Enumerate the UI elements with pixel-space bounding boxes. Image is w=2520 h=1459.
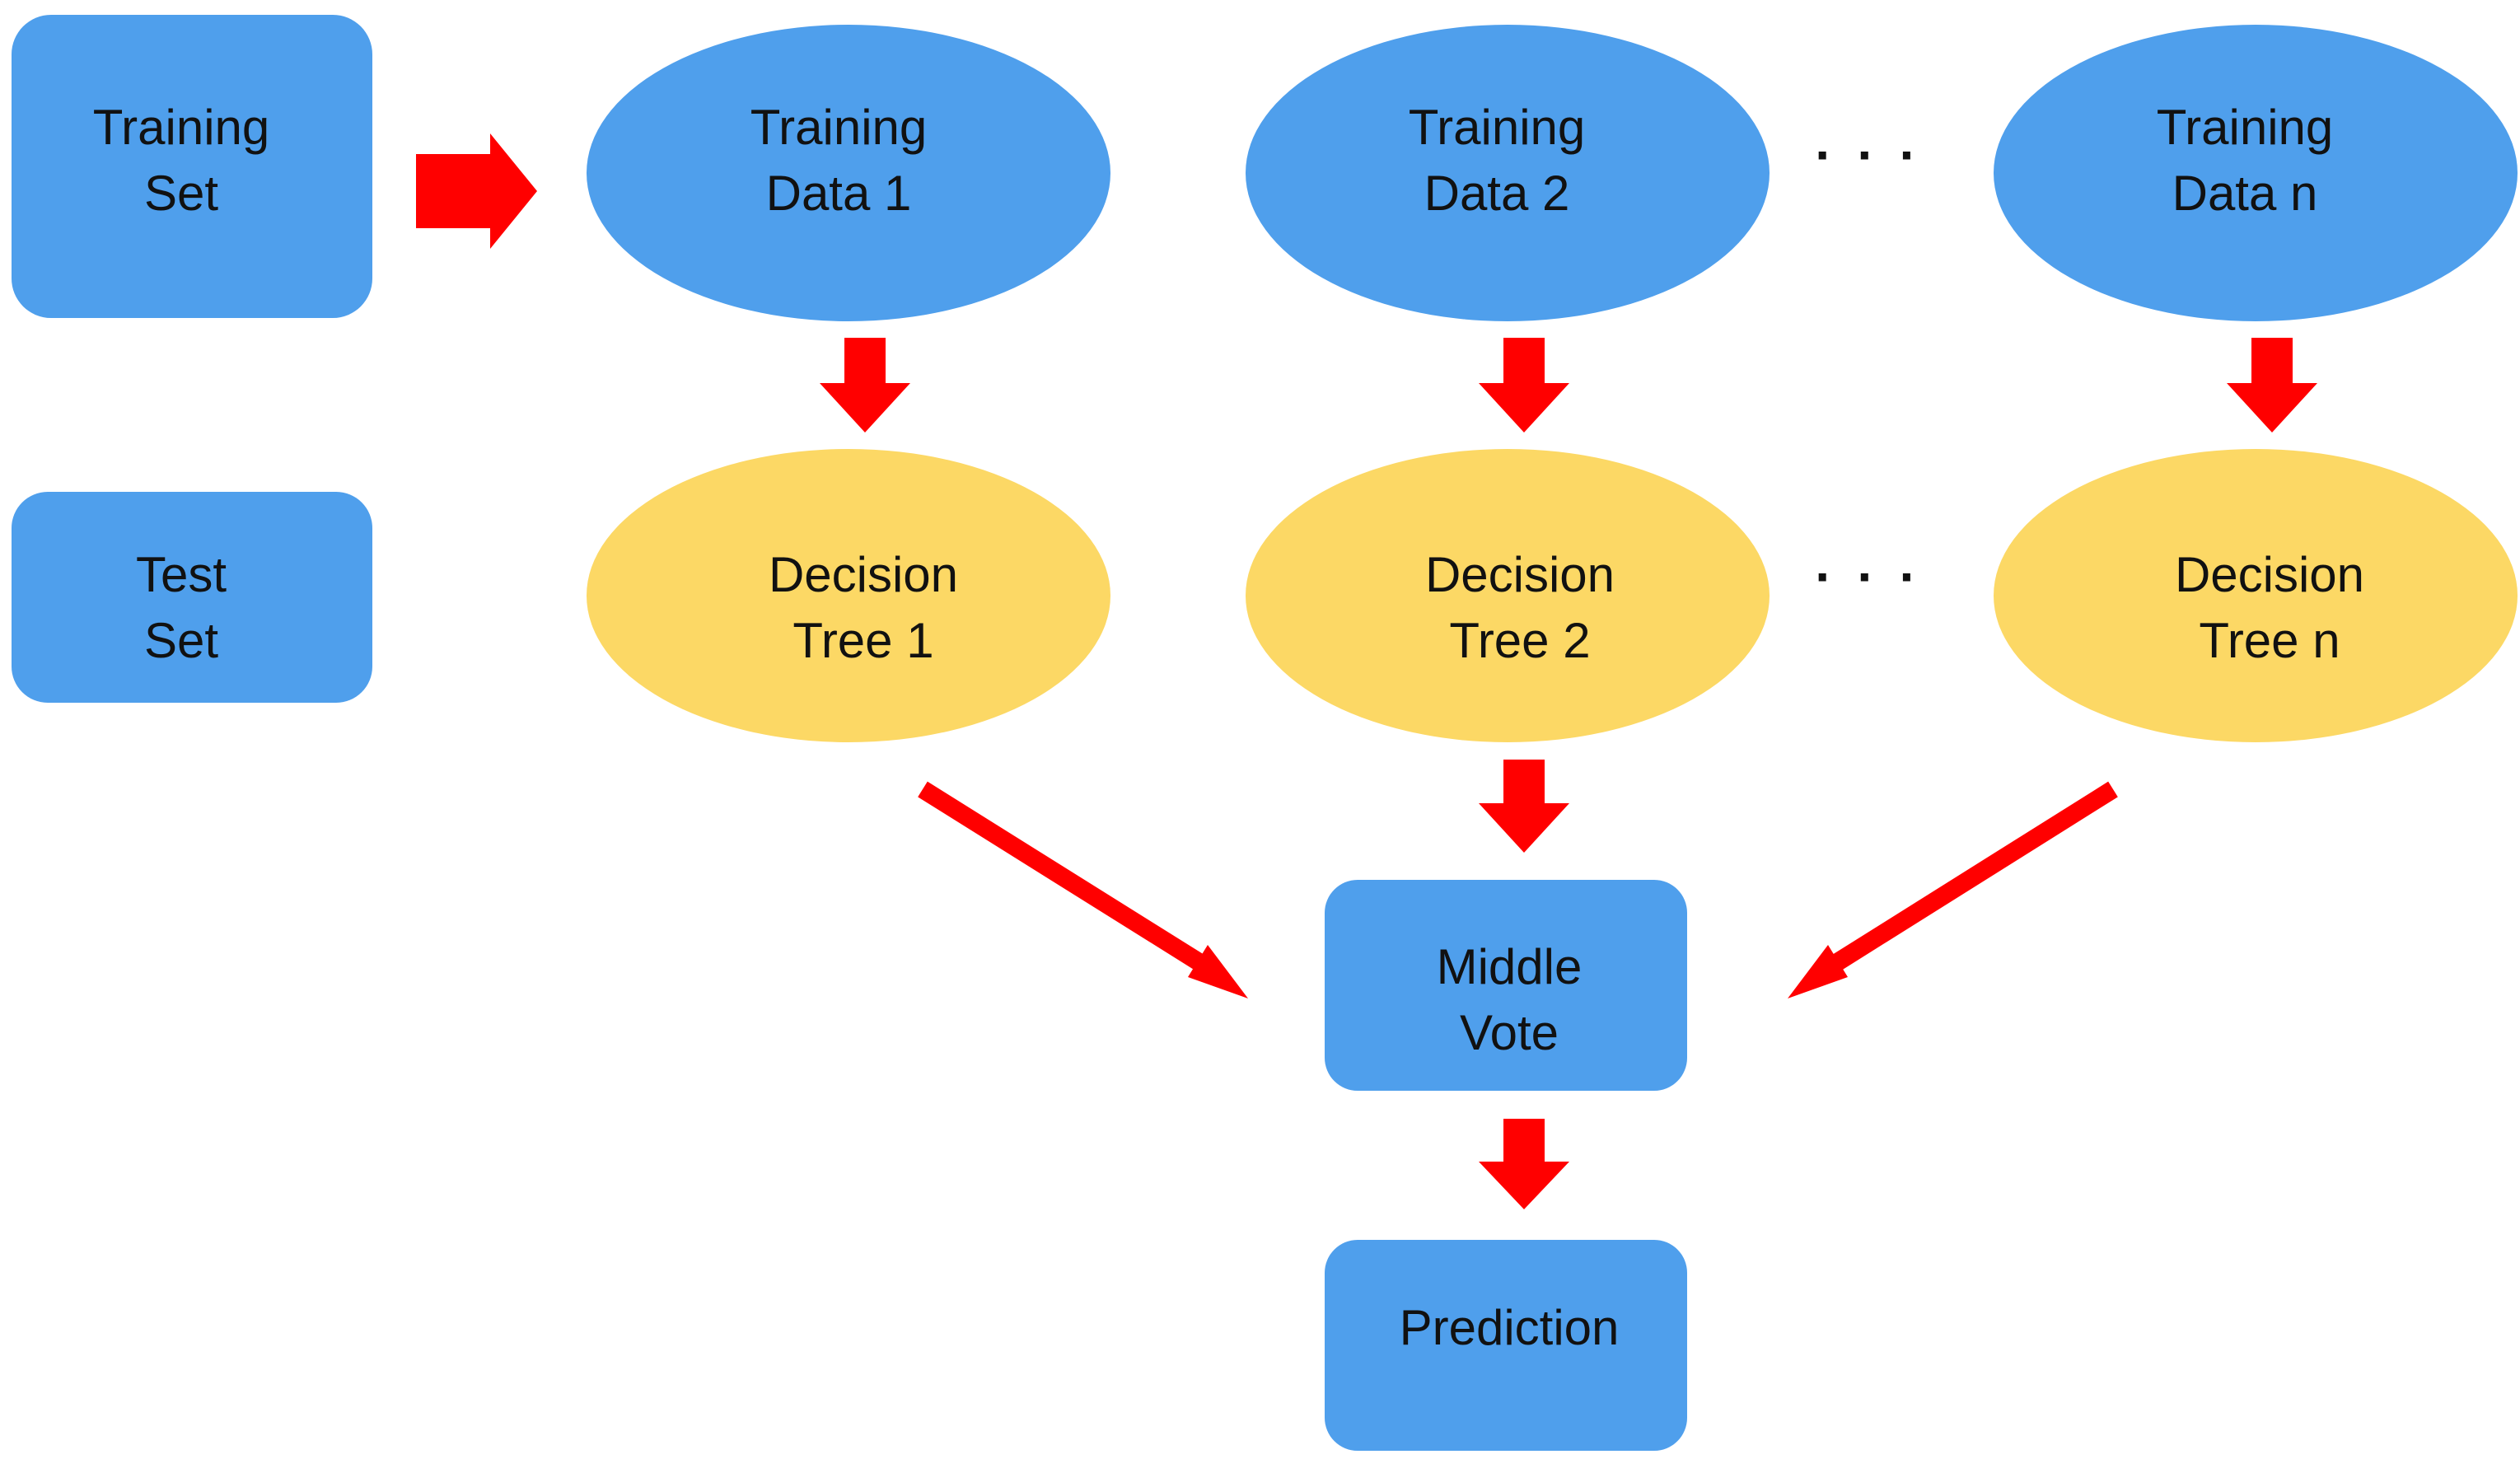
arrow-data-2-to-tree-2 [1479,338,1569,433]
ellipsis-row-2: · · · [1815,547,1922,606]
arrow-training-set-to-data [416,133,537,249]
test-set-box: Test Set [12,492,372,703]
test-set-label-line1: Test [136,547,227,602]
prediction-label: Prediction [1400,1300,1620,1355]
middle-vote-label-line2: Vote [1460,1005,1559,1060]
prediction-box: Prediction [1325,1240,1687,1451]
training-data-n-label-line2: Data n [2172,166,2318,221]
training-set-label-line1: Training [93,100,270,155]
training-data-2-label-line1: Training [1409,100,1586,155]
arrow-data-n-to-tree-n [2227,338,2317,433]
decision-tree-1-label-line2: Tree 1 [792,613,933,668]
middle-vote-box: Middle Vote [1325,880,1687,1091]
training-data-n-label-line1: Training [2157,100,2334,155]
ellipsis-row-1: · · · [1815,125,1922,185]
decision-tree-1-ellipse: Decision Tree 1 [587,449,1110,742]
training-data-1-label-line1: Training [750,100,928,155]
arrow-data-1-to-tree-1 [820,338,910,433]
training-data-n-ellipse: Training Data n [1994,25,2518,321]
training-set-label-line2: Set [144,166,218,221]
decision-tree-n-label-line1: Decision [2175,547,2364,602]
arrow-tree-n-to-vote [1788,781,2118,998]
training-data-2-ellipse: Training Data 2 [1246,25,1770,321]
decision-tree-2-label-line1: Decision [1425,547,1615,602]
decision-tree-n-label-line2: Tree n [2199,613,2340,668]
training-set-box: Training Set [12,15,372,318]
decision-tree-1-label-line1: Decision [769,547,958,602]
decision-tree-n-ellipse: Decision Tree n [1994,449,2518,742]
training-data-1-label-line2: Data 1 [766,166,912,221]
middle-vote-label-line1: Middle [1437,939,1583,994]
training-data-1-ellipse: Training Data 1 [587,25,1110,321]
arrow-tree-1-to-vote [918,781,1248,998]
training-data-2-label-line2: Data 2 [1424,166,1570,221]
decision-tree-2-label-line2: Tree 2 [1449,613,1590,668]
arrow-vote-to-prediction [1479,1119,1569,1209]
decision-tree-2-ellipse: Decision Tree 2 [1246,449,1770,742]
arrow-tree-2-to-vote [1479,760,1569,853]
test-set-label-line2: Set [144,613,218,668]
